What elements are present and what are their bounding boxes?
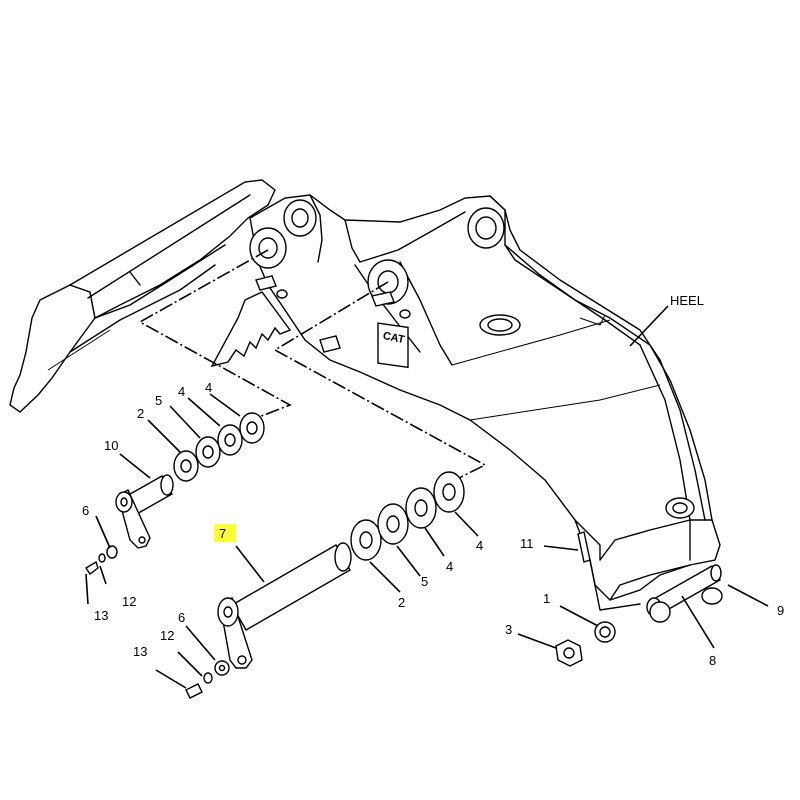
callout-3: 3	[505, 622, 512, 637]
boss-upper-left	[249, 227, 287, 269]
bolt-13-lower	[185, 683, 203, 699]
boom-upper-arm	[68, 179, 276, 320]
callout-6-lower: 6	[178, 610, 185, 625]
washer-1	[594, 621, 616, 643]
washer-4-lower-b	[433, 471, 465, 513]
pin-10	[115, 474, 174, 549]
boom-front-tip	[9, 284, 96, 413]
callout-11: 11	[520, 536, 534, 551]
pin-9-end	[710, 564, 722, 582]
stop-block-c	[319, 335, 341, 353]
callout-13-lower: 13	[133, 644, 147, 659]
washer-5-lower	[377, 503, 409, 545]
leader-lines	[85, 305, 769, 689]
washer-2-lower	[350, 519, 382, 561]
pin-7	[217, 542, 352, 669]
callout-6-upper: 6	[82, 503, 89, 518]
hardware-lower	[185, 660, 230, 699]
callout-7: 7	[219, 526, 226, 541]
callout-5-upper: 5	[155, 393, 162, 408]
callout-12-upper: 12	[122, 594, 136, 609]
callout-4-lower-b: 4	[446, 559, 453, 574]
washer-2-upper	[173, 450, 199, 482]
nut-3	[555, 639, 583, 667]
callout-5-lower: 5	[421, 574, 428, 589]
callout-1: 1	[543, 591, 550, 606]
hardware-upper	[85, 545, 118, 576]
callout-8: 8	[709, 653, 716, 668]
callout-2-lower: 2	[398, 595, 405, 610]
callout-heel: HEEL	[670, 293, 704, 308]
callout-10: 10	[104, 438, 118, 453]
callout-4-upper-a: 4	[178, 384, 185, 399]
lockwasher-12-upper	[98, 553, 106, 563]
toothed-lug	[210, 291, 292, 368]
callout-4-upper-b: 4	[205, 380, 212, 395]
lockwasher-12-lower	[203, 672, 213, 684]
callout-4-lower-a: 4	[476, 538, 483, 553]
pin-8	[646, 564, 723, 623]
washer-6-small-upper	[106, 545, 118, 559]
washer-4-upper-b	[239, 412, 265, 444]
grease-port	[479, 314, 521, 336]
callout-9: 9	[777, 603, 784, 618]
washer-4-lower-a	[405, 487, 437, 529]
callout-labels: HEEL 2 5 4 4 10 6 12 13 7 4 4 5 2 6 12 1…	[82, 293, 784, 668]
callout-2-upper: 2	[137, 406, 144, 421]
boss-bottom-right	[665, 497, 695, 519]
callout-7-highlight	[214, 524, 236, 542]
boom-main-frame	[249, 194, 721, 601]
boss-right-top	[467, 207, 505, 249]
washer-stack-upper	[173, 412, 265, 482]
callout-12-lower: 12	[160, 628, 174, 643]
callout-13-upper: 13	[94, 608, 108, 623]
svg-text:CAT: CAT	[382, 330, 406, 346]
bolt-13-upper	[85, 560, 99, 576]
cat-logo: CAT	[377, 322, 409, 369]
stop-block-a	[255, 275, 277, 291]
stop-block-b	[371, 291, 395, 307]
washer-stack-lower	[350, 471, 465, 561]
assembly-lines	[138, 249, 487, 486]
boom-structure: CAT	[9, 179, 721, 601]
washer-5-upper	[195, 436, 221, 468]
boss-upper-middle	[283, 199, 317, 237]
washer-6-small-lower	[214, 660, 230, 676]
washer-4-upper-a	[217, 424, 243, 456]
